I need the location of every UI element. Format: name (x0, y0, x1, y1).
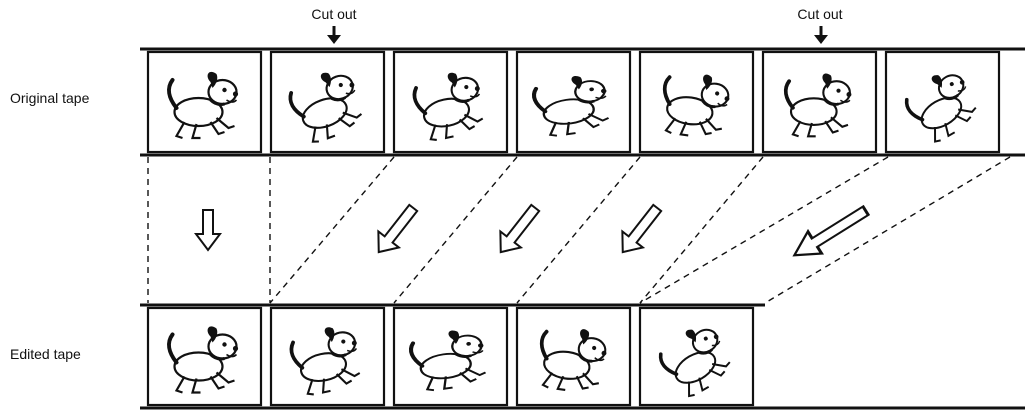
cut-out-arrow-1 (327, 26, 341, 44)
original-frame-1 (148, 52, 261, 152)
cut-out-arrow-2 (814, 26, 828, 44)
connector-line (640, 157, 763, 303)
connector-line (394, 157, 517, 303)
hollow-diagonal-arrow-icon (491, 200, 546, 260)
connector-line (270, 157, 394, 303)
edited-tape-label: Edited tape (10, 346, 81, 362)
connector-line (640, 157, 888, 303)
original-frame-7 (886, 52, 999, 152)
cut-out-label-2: Cut out (797, 6, 842, 22)
original-frame-2 (271, 52, 384, 152)
original-tape (140, 49, 1025, 155)
edited-tape (140, 305, 1025, 408)
edited-frame-2 (271, 308, 384, 405)
edited-frame-4 (517, 308, 630, 405)
connector-lines (148, 157, 1010, 303)
hollow-diagonal-arrow-icon (613, 200, 668, 260)
connector-line (765, 157, 1010, 303)
edited-frame-5 (640, 308, 753, 405)
original-frame-4 (517, 52, 630, 152)
original-frame-6 (763, 52, 876, 152)
hollow-diagonal-arrow-icon (369, 200, 424, 260)
edited-frame-1 (148, 308, 261, 405)
original-frame-5 (640, 52, 753, 152)
edited-frame-3 (394, 308, 507, 405)
original-frame-3 (394, 52, 507, 152)
original-tape-label: Original tape (10, 90, 90, 106)
hollow-down-arrow-icon (196, 210, 220, 250)
movement-arrows (196, 200, 873, 267)
hollow-long-arrow-icon (787, 200, 872, 267)
cut-out-label-1: Cut out (311, 6, 356, 22)
